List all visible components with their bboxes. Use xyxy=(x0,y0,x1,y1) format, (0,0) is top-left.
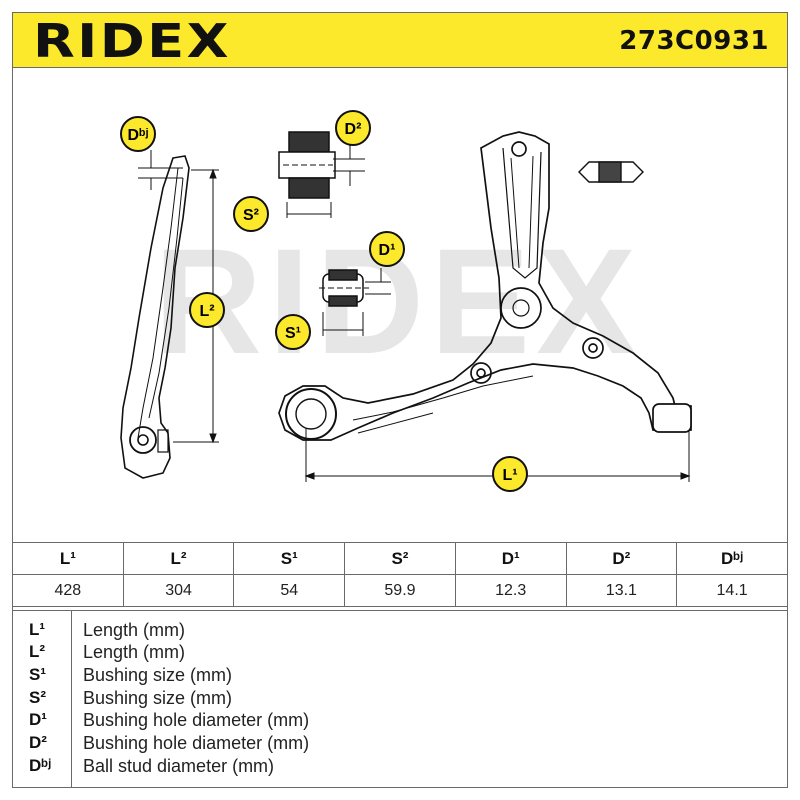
bushing-s1-view xyxy=(319,268,391,336)
legend-description: Ball stud diameter (mm) xyxy=(83,756,275,776)
spec-header-d1: D¹ xyxy=(454,542,567,575)
spec-value-d1: 12.3 xyxy=(454,574,567,607)
legend-row-l2: L² Length (mm) xyxy=(13,641,787,663)
legend-description: Bushing hole diameter (mm) xyxy=(83,733,310,753)
arm-top-view xyxy=(278,131,692,441)
arm-side-view xyxy=(120,155,190,479)
small-bushing-view xyxy=(578,161,644,183)
legend-row-s1: S¹ Bushing size (mm) xyxy=(13,664,787,686)
callout-s2-label: S² xyxy=(243,207,259,224)
spec-header-s2: S² xyxy=(344,542,456,575)
legend-row-s2: S² Bushing size (mm) xyxy=(13,687,787,709)
legend-symbol: D² xyxy=(29,733,47,752)
spec-value-s2: 59.9 xyxy=(344,574,456,607)
part-number: 273C0931 xyxy=(619,26,769,56)
spec-header-l1: L¹ xyxy=(12,542,124,575)
callout-dbj-label: Dᵇʲ xyxy=(128,127,149,144)
legend-symbol: D¹ xyxy=(29,710,47,729)
spec-header-d2: D² xyxy=(565,542,678,575)
callout-l2-label: L² xyxy=(199,303,214,320)
legend-description: Length (mm) xyxy=(83,620,186,640)
callout-s2: S² xyxy=(233,196,269,232)
header-bar: RIDEX 273C0931 xyxy=(12,12,788,68)
legend-row-l1: L¹ Length (mm) xyxy=(13,619,787,641)
callout-d1-label: D¹ xyxy=(379,242,396,259)
callout-l2: L² xyxy=(189,292,225,328)
legend-description: Bushing size (mm) xyxy=(83,688,233,708)
callout-d2-label: D² xyxy=(345,121,362,138)
dbj-dimension xyxy=(138,150,183,190)
callout-d1: D¹ xyxy=(369,231,405,267)
callout-d2: D² xyxy=(335,110,371,146)
legend-symbol: Dᵇʲ xyxy=(29,756,52,775)
legend-description: Length (mm) xyxy=(83,642,186,662)
spec-header-l2: L² xyxy=(122,542,235,575)
legend-divider xyxy=(71,611,72,787)
legend-row-d2: D² Bushing hole diameter (mm) xyxy=(13,732,787,754)
legend-description: Bushing hole diameter (mm) xyxy=(83,710,310,730)
spec-value-d2: 13.1 xyxy=(565,574,678,607)
callout-l1: L¹ xyxy=(492,456,528,492)
callout-s1: S¹ xyxy=(275,314,311,350)
specs-table: L¹ L² S¹ S² D¹ D² Dᵇʲ 428 304 54 59.9 12… xyxy=(12,542,788,607)
technical-drawing: RIDEX xyxy=(120,110,692,492)
brand-logo: RIDEX xyxy=(33,14,231,68)
legend-symbol: S¹ xyxy=(29,665,46,684)
bushing-s2-view xyxy=(278,131,365,218)
spec-value-l1: 428 xyxy=(12,574,124,607)
specs-value-row: 428 304 54 59.9 12.3 13.1 14.1 xyxy=(12,574,788,607)
spec-value-l2: 304 xyxy=(122,574,235,607)
legend-symbol: L² xyxy=(29,642,46,661)
legend-symbol: L¹ xyxy=(29,620,46,639)
spec-value-dbj: 14.1 xyxy=(676,574,788,607)
legend-box: L¹ Length (mm) L² Length (mm) S¹ Bushing… xyxy=(12,610,788,788)
legend-row-dbj: Dᵇʲ Ball stud diameter (mm) xyxy=(13,755,787,777)
spec-header-s1: S¹ xyxy=(233,542,346,575)
legend-description: Bushing size (mm) xyxy=(83,665,233,685)
spec-value-s1: 54 xyxy=(233,574,346,607)
legend-row-d1: D¹ Bushing hole diameter (mm) xyxy=(13,709,787,731)
callout-l1-label: L¹ xyxy=(502,467,517,484)
legend-symbol: S² xyxy=(29,688,46,707)
callout-dbj: Dᵇʲ xyxy=(120,116,156,152)
specs-header-row: L¹ L² S¹ S² D¹ D² Dᵇʲ xyxy=(12,542,788,575)
callout-s1-label: S¹ xyxy=(285,325,301,342)
spec-header-dbj: Dᵇʲ xyxy=(676,542,788,575)
